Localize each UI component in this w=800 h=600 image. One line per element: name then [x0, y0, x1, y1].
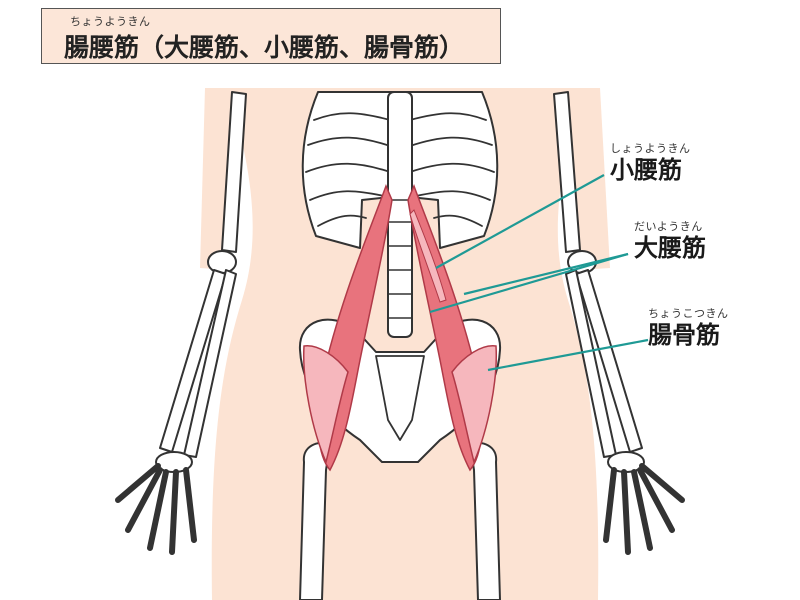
left-ulna [183, 269, 237, 458]
iliacus-left [302, 345, 349, 465]
iliopsoas-muscles [302, 183, 498, 472]
label-iliacus: ちょうこつきん 腸骨筋 [648, 305, 729, 349]
page-title: 腸腰筋（大腰筋、小腰筋、腸骨筋） [64, 33, 465, 62]
leader-line-psoas-minor [435, 174, 605, 269]
label-psoas-minor-name: 小腰筋 [610, 156, 682, 184]
sacrum [375, 355, 425, 441]
vertebrae-lines [387, 199, 413, 319]
title-box: ちょうようきん 腸腰筋（大腰筋、小腰筋、腸骨筋） [41, 8, 501, 64]
label-iliacus-name: 腸骨筋 [648, 321, 720, 349]
label-iliacus-ruby: ちょうこつきん [648, 307, 729, 320]
iliacus-right [451, 345, 498, 465]
label-psoas-major: だいようきん 大腰筋 [634, 218, 706, 262]
label-psoas-minor: しょうようきん 小腰筋 [610, 140, 691, 184]
right-radius [575, 269, 643, 453]
label-psoas-major-name: 大腰筋 [634, 234, 706, 262]
leader-line-psoas-major-2 [429, 252, 629, 314]
left-humerus [221, 91, 247, 253]
label-psoas-major-ruby: だいようきん [634, 220, 703, 233]
title-ruby: ちょうようきん [70, 15, 151, 28]
upper-arm-right-skin [560, 88, 610, 270]
psoas-minor-right [409, 209, 447, 303]
ribs [305, 112, 495, 227]
left-hand-bones [115, 463, 197, 555]
spine [387, 91, 413, 338]
label-psoas-minor-ruby: しょうようきん [610, 142, 691, 155]
leader-line-psoas-major-1 [463, 252, 629, 296]
left-elbow [207, 250, 237, 274]
leader-line-iliacus [487, 338, 649, 372]
right-hand-bones [603, 463, 685, 555]
